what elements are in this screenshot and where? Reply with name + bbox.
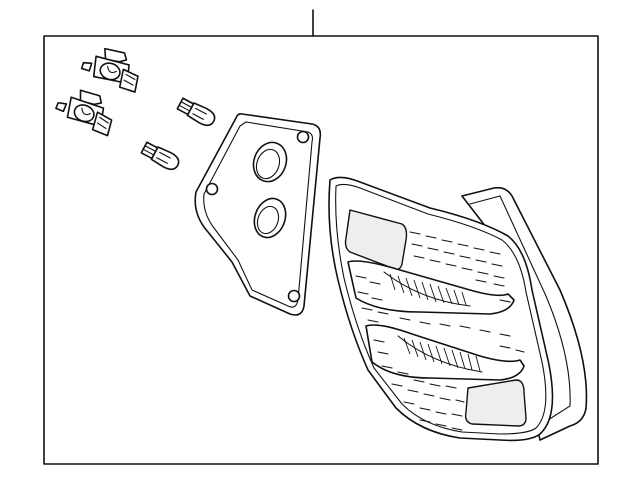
- bulb-lower[interactable]: [140, 140, 181, 172]
- tail-lamp-assembly[interactable]: [328, 176, 588, 442]
- socket-lower[interactable]: [54, 82, 121, 137]
- side-marker-window: [464, 379, 527, 427]
- diagram-frame: [43, 35, 599, 465]
- bulb-upper[interactable]: [176, 96, 217, 128]
- lens-ribbing: [355, 231, 525, 431]
- socket-upper[interactable]: [80, 42, 146, 93]
- gasket[interactable]: [194, 113, 322, 316]
